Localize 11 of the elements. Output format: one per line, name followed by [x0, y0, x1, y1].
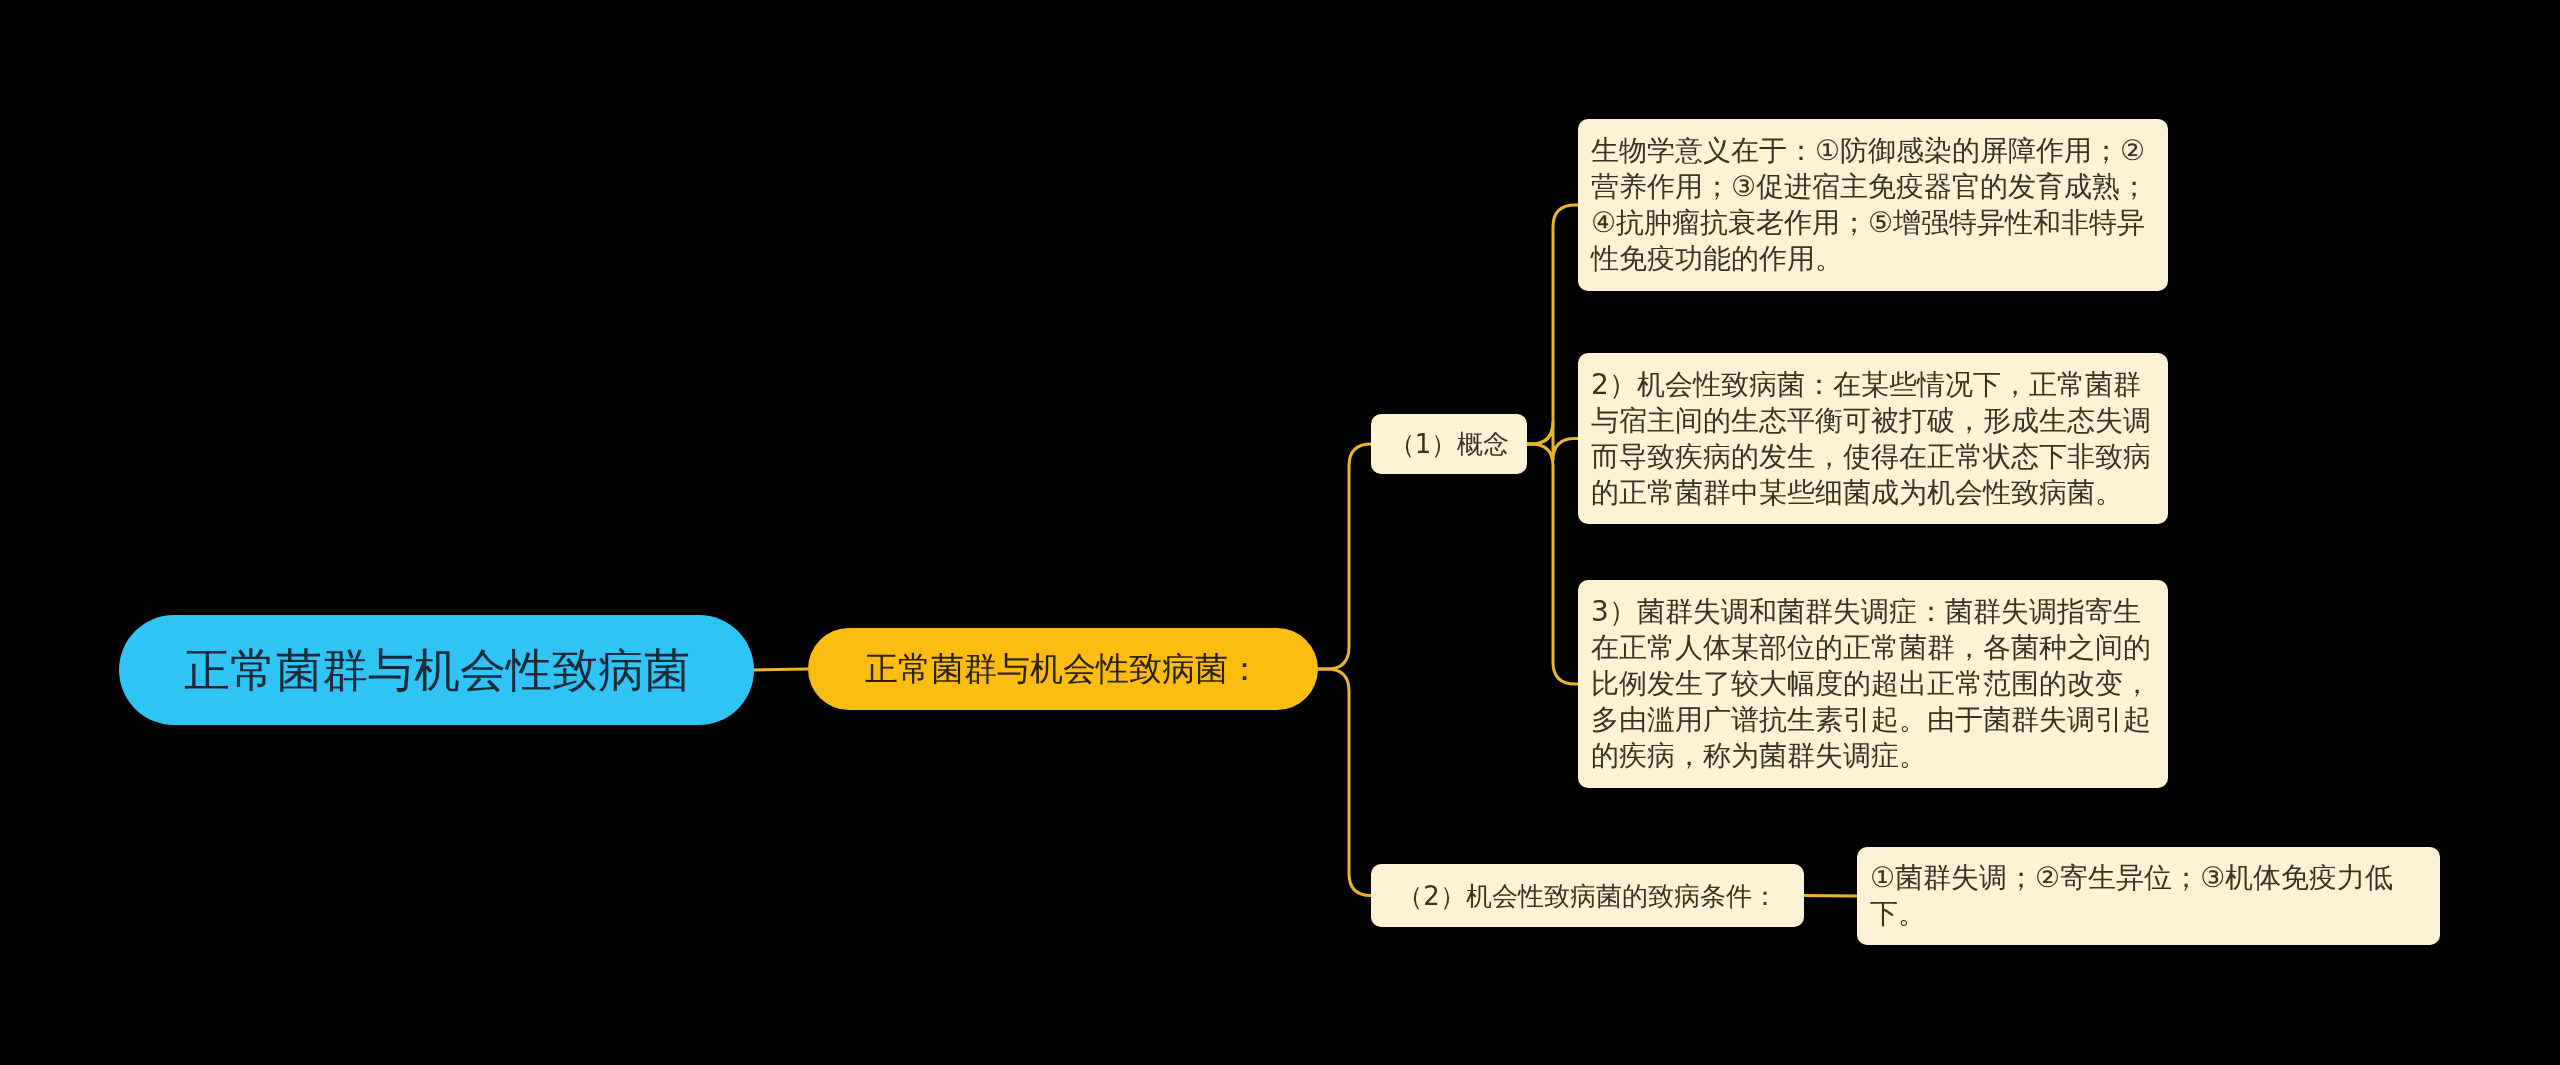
- note-box: 3）菌群失调和菌群失调症：菌群失调指寄生在正常人体某部位的正常菌群，各菌种之间的比例发生了较大幅度的超出正常范围的改变，多由滥用广谱抗生素引起。由于菌群失调引起的疾病，称为菌群失调症。: [1578, 580, 2168, 788]
- branch-topic-pill: 正常菌群与机会性致病菌：: [808, 628, 1318, 710]
- subtopic-box: （2）机会性致病菌的致病条件：: [1371, 864, 1804, 927]
- note-box: 2）机会性致病菌：在某些情况下，正常菌群与宿主间的生态平衡可被打破，形成生态失调而导致疾病的发生，使得在正常状态下非致病的正常菌群中某些细菌成为机会性致病菌。: [1578, 353, 2168, 524]
- root-topic-pill: 正常菌群与机会性致病菌: [119, 615, 754, 725]
- note-box: 生物学意义在于：①防御感染的屏障作用；②营养作用；③促进宿主免疫器官的发育成熟；④抗肿瘤抗衰老作用；⑤增强特异性和非特异性免疫功能的作用。: [1578, 119, 2168, 291]
- connector-line: [1318, 667, 1373, 897]
- note-box: ①菌群失调；②寄生异位；③机体免疫力低下。: [1857, 847, 2440, 945]
- connector-line: [753, 667, 809, 672]
- connector-line: [1804, 894, 1857, 898]
- subtopic-box: （1）概念: [1371, 414, 1527, 474]
